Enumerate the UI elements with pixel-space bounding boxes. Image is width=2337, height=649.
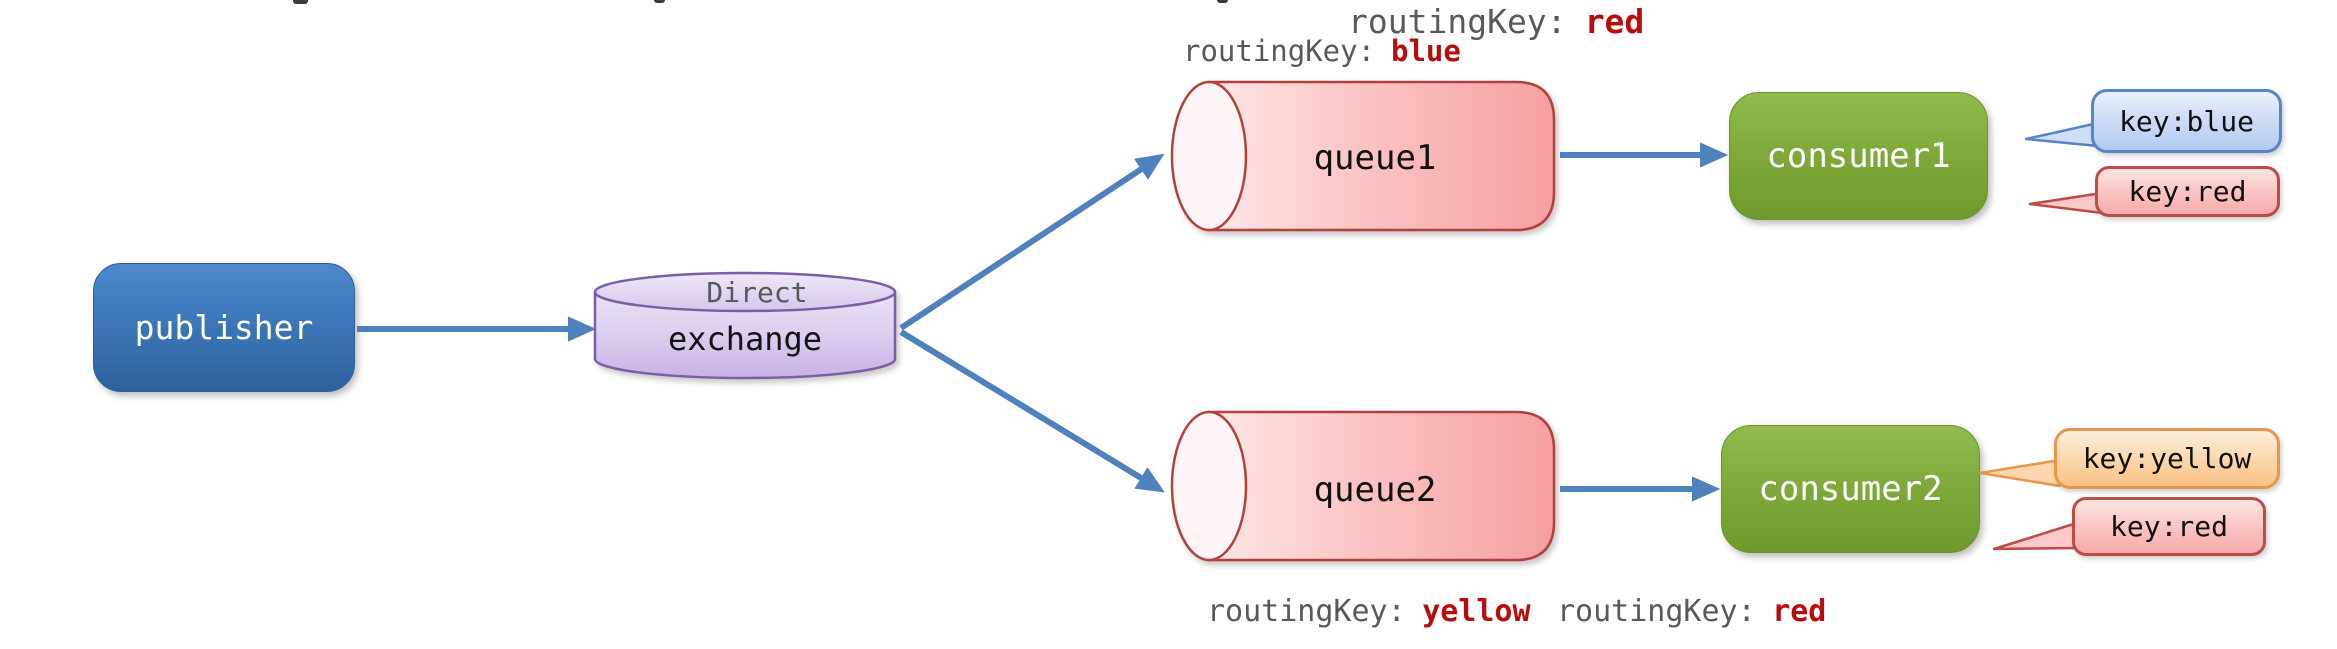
tag-blue-tail bbox=[2024, 121, 2100, 148]
queue1-cylinder bbox=[1170, 80, 1556, 232]
tag-key-blue: key:blue bbox=[2091, 89, 2282, 153]
arrow-exchange-to-queue1 bbox=[899, 153, 1165, 331]
routing-key-annotation-queue1-red: routingKey: red bbox=[1348, 2, 1644, 41]
routing-key-annotation-queue1-blue: routingKey: blue bbox=[1183, 34, 1461, 68]
consumer2-label: consumer2 bbox=[1758, 469, 1943, 509]
routing-key-value: red bbox=[1584, 2, 1645, 41]
routing-key-prefix: routingKey: bbox=[1557, 594, 1756, 629]
routing-key-annotation-queue2-red: routingKey: red bbox=[1557, 594, 1826, 629]
routing-key-annotation-queue2-yellow: routingKey: yellow bbox=[1207, 594, 1531, 629]
consumer1-node: consumer1 bbox=[1729, 92, 1988, 220]
routing-key-prefix: routingKey: bbox=[1207, 594, 1406, 629]
tag-key-red-consumer2: key:red bbox=[2072, 497, 2266, 556]
tag-key-yellow-label: key:yellow bbox=[2082, 442, 2252, 475]
tag-red2-tail bbox=[1992, 520, 2082, 551]
consumer2-node: consumer2 bbox=[1721, 425, 1980, 553]
exchange-cylinder bbox=[593, 271, 897, 380]
queue2-cylinder bbox=[1170, 410, 1556, 562]
tag-key-yellow: key:yellow bbox=[2054, 428, 2280, 489]
tag-key-red-label: key:red bbox=[2109, 510, 2228, 543]
routing-key-prefix: routingKey: bbox=[1348, 2, 1567, 41]
tag-key-blue-label: key:blue bbox=[2119, 104, 2254, 138]
publisher-label: publisher bbox=[134, 308, 314, 347]
tag-red1-tail bbox=[2028, 191, 2104, 215]
clipped-text-fragment bbox=[293, 0, 308, 4]
tag-key-red-consumer1: key:red bbox=[2095, 166, 2280, 217]
routing-key-prefix: routingKey: bbox=[1183, 34, 1376, 68]
tag-key-red-label: key:red bbox=[2128, 175, 2247, 208]
routing-key-value: red bbox=[1772, 594, 1827, 629]
tag-yellow-tail bbox=[1978, 458, 2062, 488]
clipped-text-fragment bbox=[1217, 0, 1228, 3]
arrow-exchange-to-queue2 bbox=[899, 329, 1165, 493]
publisher-node: publisher bbox=[93, 263, 355, 392]
clipped-text-fragment bbox=[654, 0, 665, 3]
consumer1-label: consumer1 bbox=[1766, 136, 1951, 176]
routing-key-value: yellow bbox=[1422, 594, 1531, 629]
routing-key-value: blue bbox=[1391, 34, 1461, 68]
